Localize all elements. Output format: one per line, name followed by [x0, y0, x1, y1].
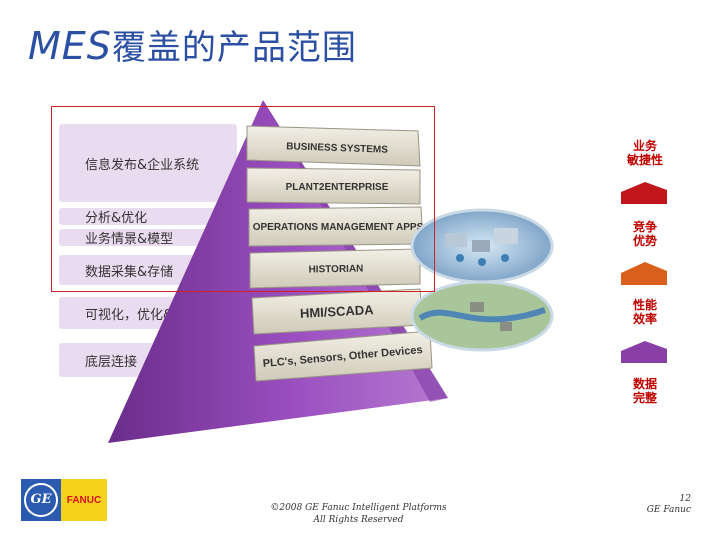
- right-label-advantage: 竞争 优势: [632, 220, 657, 248]
- label-publish-enterprise: 信息发布&企业系统: [59, 124, 237, 202]
- highlight-box: [51, 106, 435, 292]
- layer-label-plant2enterprise: PLANT2ENTERPRISE: [286, 182, 389, 193]
- page-number: 12: [679, 494, 691, 504]
- efficiency-arrow-icon: [621, 341, 667, 363]
- layer-hmi-scada: HMI/SCADA: [251, 288, 423, 335]
- page-company: GE Fanuc: [646, 505, 691, 515]
- page-number-block: 12 GE Fanuc: [647, 494, 691, 516]
- right-label-agility: 业务 敏捷性: [626, 139, 663, 167]
- title-prefix: MES: [28, 24, 112, 68]
- right-label-efficiency: 性能 效率: [632, 298, 657, 326]
- page-title: MES覆盖的产品范围: [28, 20, 357, 69]
- layer-plant2enterprise: PLANT2ENTERPRISE: [246, 167, 421, 205]
- right-label-integrity: 数据 完整: [632, 377, 657, 405]
- layer-historian: HISTORIAN: [249, 248, 421, 289]
- layer-label-business-systems: BUSINESS SYSTEMS: [286, 141, 388, 156]
- ge-logo-mark: GE: [24, 483, 58, 517]
- footer-copyright: ©2008 GE Fanuc Intelligent Platforms: [270, 503, 447, 513]
- layer-plc-sensors: PLC's, Sensors, Other Devices: [253, 330, 433, 382]
- layer-label-hmi-scada: HMI/SCADA: [300, 302, 375, 321]
- label-business-scenario: 业务情景&模型: [59, 229, 237, 247]
- agility-arrow-icon: [621, 182, 667, 204]
- title-rest: 覆盖的产品范围: [111, 28, 357, 68]
- fanuc-logo-mark: FANUC: [61, 479, 107, 521]
- landscape-illustration: [410, 280, 554, 352]
- footer-rights: All Rights Reserved: [313, 515, 404, 525]
- layer-label-operations-mgmt: OPERATIONS MANAGEMENT APPS: [253, 222, 424, 233]
- layer-business-systems: BUSINESS SYSTEMS: [246, 125, 421, 167]
- label-analysis-optimize: 分析&优化: [59, 208, 237, 226]
- layer-label-historian: HISTORIAN: [308, 264, 363, 276]
- ge-fanuc-logo: GE FANUC: [21, 479, 107, 521]
- advantage-arrow-icon: [621, 262, 667, 285]
